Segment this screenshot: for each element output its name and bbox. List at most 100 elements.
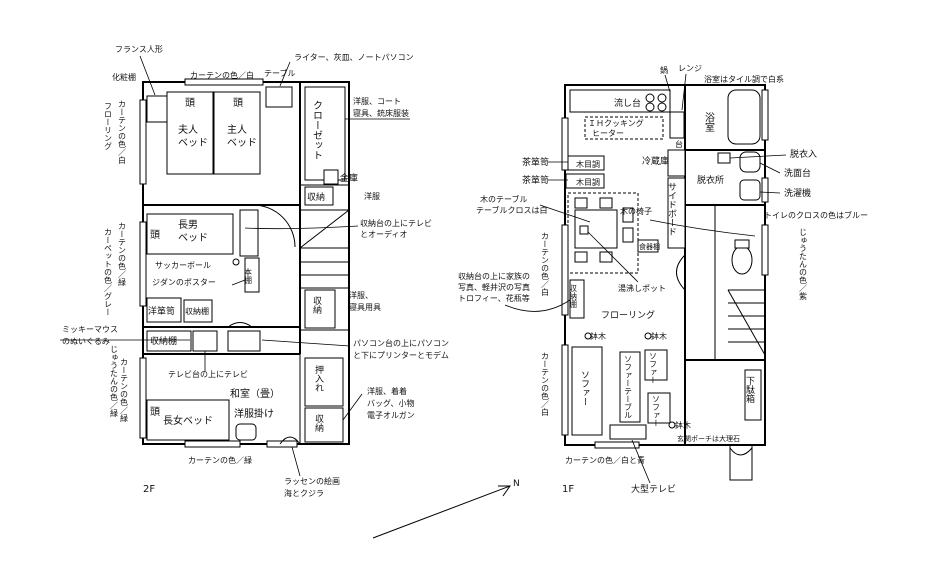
daughter-bed-label: 長女ベッド <box>163 414 213 427</box>
burner <box>657 93 667 103</box>
closet-label: クローゼット <box>311 100 323 160</box>
sofa <box>644 349 668 381</box>
plant-label: 鉢木 <box>675 420 691 430</box>
toilet-tank <box>734 239 750 249</box>
flooring-label: フローリング <box>601 309 655 321</box>
north-arrow: N <box>372 479 520 539</box>
son-bed <box>146 213 234 255</box>
vanity-shelf <box>146 95 168 123</box>
sofa <box>571 346 603 436</box>
chair <box>574 251 588 263</box>
chair <box>622 207 634 223</box>
tea-cabinet <box>565 173 605 189</box>
storage-shelf-label: 収納棚 <box>185 306 209 316</box>
storage-label: 収納棚 <box>569 283 578 309</box>
tea-box-label: 木目調 <box>576 177 600 187</box>
annotation-curtain-top: カーテンの色／白 <box>190 70 254 80</box>
pc-desk <box>227 330 261 352</box>
sink-label: 流し台 <box>614 97 641 109</box>
shoe-box <box>744 369 762 421</box>
storage-shelf-label: 収納棚 <box>150 335 177 347</box>
sideboard <box>667 177 686 249</box>
leader-line <box>279 61 291 87</box>
leader-line <box>139 55 156 96</box>
leader-line <box>244 225 359 230</box>
door-swing <box>676 254 686 291</box>
tv-stand <box>192 330 218 352</box>
leader-line <box>587 231 639 283</box>
window <box>561 224 569 316</box>
fridge <box>667 149 686 177</box>
head-label: 頭 <box>150 229 160 241</box>
door-swing <box>227 322 253 328</box>
head-label: 頭 <box>233 97 243 109</box>
washitsu-label: 和室（畳） <box>230 387 280 400</box>
sofa-label: ソファー <box>649 352 658 384</box>
storage-shelf <box>146 330 192 352</box>
burner <box>657 102 667 112</box>
bookshelf-label: 本棚 <box>244 267 253 285</box>
annotation-curtain-left: カーテンの色／白 <box>118 100 127 165</box>
annotation-flooring: フローリング <box>104 102 113 150</box>
oshiire <box>304 357 344 407</box>
range-stand <box>669 111 685 139</box>
ih-label: ＩＨクッキングヒーター <box>588 118 644 138</box>
plant <box>668 421 676 429</box>
chair <box>622 227 634 243</box>
annotation-oshiire: 洋服、着着バッグ、小物電子オルガン <box>367 386 415 420</box>
annotation-toilet-cross: トイレのクロスの色はブルー <box>764 210 868 220</box>
toilet <box>731 245 753 275</box>
chair <box>599 197 613 209</box>
shoe-box-label: 下駄箱 <box>744 376 755 404</box>
leader-line <box>681 73 687 111</box>
annotation-dressing-basket: 脱衣入 <box>790 148 817 160</box>
wife-bed-label: 夫人ベッド <box>178 124 208 149</box>
master-bed-label: 主人ベッド <box>227 124 257 149</box>
annotation-tatami: じゅうたんの色／緑 <box>110 345 119 417</box>
annotation-curtain-bottom: カーテンの色／白と青 <box>565 455 645 465</box>
annotation-wood-table: 木のテーブルテーブルクロスは白 <box>476 194 548 215</box>
annotation-washer: 洗濯機 <box>784 187 811 199</box>
washing-machine <box>739 179 761 201</box>
annotation-carpet-color: じゅうたんの色／紫 <box>799 228 808 300</box>
closet <box>304 86 346 181</box>
annotation-clothes-bedding: 洋服、寝具用具 <box>349 290 381 312</box>
oshiire-label: 押入れ <box>313 364 324 392</box>
leader-line <box>231 279 246 286</box>
annotation-curtain-white: カーテンの色／白 <box>541 232 550 297</box>
safe-label: 金庫 <box>340 172 358 184</box>
burner <box>645 102 655 112</box>
stairs-2f <box>299 209 350 289</box>
annotation-wood-chair: 木の椅子 <box>620 206 652 216</box>
annotation-tv-audio: 収納台の上にテレビとオーディオ <box>360 218 432 239</box>
annotation-bath-tile: 浴室はタイル調で白系 <box>704 74 784 84</box>
door-swing <box>729 447 753 456</box>
annotation-table: テーブル <box>264 68 296 78</box>
wardrobe-box <box>146 297 182 323</box>
head-label: 頭 <box>185 97 195 109</box>
kitchen-shelf <box>637 239 659 253</box>
floor2-label: 2F <box>143 484 155 495</box>
annotation-curtain-mid: カーテンの色／緑 <box>118 222 127 286</box>
son-bed-label: 長男ベッド <box>178 219 208 244</box>
wife-bed <box>166 91 214 175</box>
plant <box>584 332 592 340</box>
annotation-pc-printer: パソコン台の上にパソコンと下にプリンターとモデム <box>353 338 449 360</box>
leader-line <box>649 219 756 237</box>
storage <box>304 186 334 206</box>
leader-line <box>631 439 651 484</box>
bath-label: 浴室 <box>703 112 715 132</box>
window <box>561 117 569 171</box>
window <box>761 89 769 141</box>
annotation-french-doll: フランス人形 <box>115 45 163 54</box>
annotation-range: レンジ <box>678 64 702 73</box>
sideboard-label: サイドボード <box>666 182 677 236</box>
storage <box>304 289 336 329</box>
storage-shelf <box>569 279 585 319</box>
north-label: N <box>513 479 520 489</box>
plant-label: 鉢木 <box>590 331 606 341</box>
annotation-big-tv: 大型テレビ <box>631 483 676 495</box>
storage-label: 収納 <box>311 295 322 315</box>
leader-line <box>504 299 571 312</box>
